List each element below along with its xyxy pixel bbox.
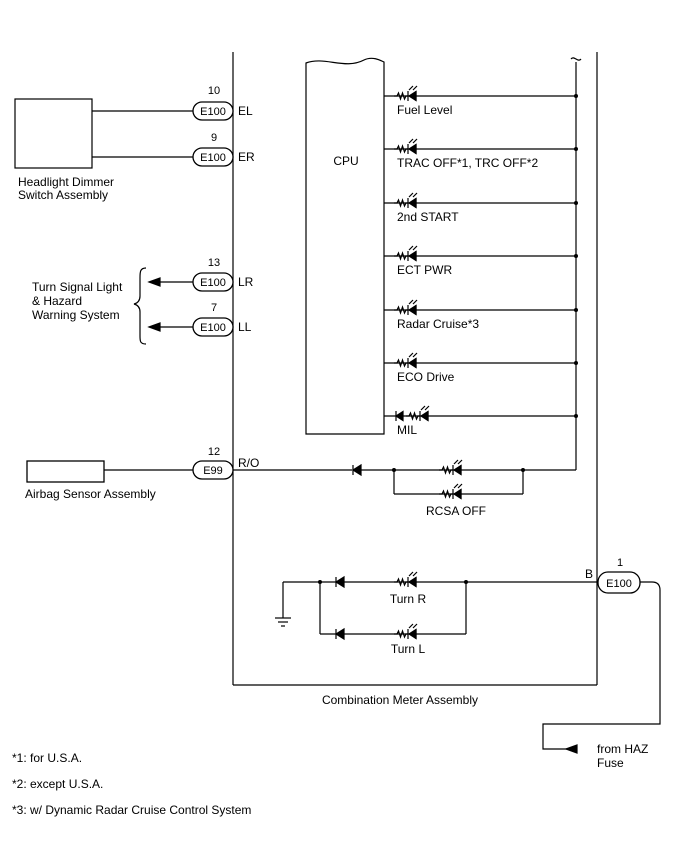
- terminal-er: ER: [238, 150, 255, 164]
- indicator-label: 2nd START: [397, 210, 459, 224]
- led-icon: [394, 299, 418, 316]
- airbag-sensor-label: Airbag Sensor Assembly: [25, 487, 156, 501]
- cpu-label: CPU: [333, 154, 358, 168]
- pin-number-7: 7: [211, 302, 217, 314]
- led-icon: [406, 405, 430, 422]
- connector-e100-el: [192, 101, 234, 121]
- indicator-row: Radar Cruise*3: [384, 299, 578, 331]
- turn-signal-brace: [133, 267, 147, 345]
- footnote-1: *1: for U.S.A.: [12, 751, 82, 765]
- indicator-row: Fuel Level: [384, 85, 578, 117]
- rcsa-diode-icon: [351, 463, 362, 477]
- indicator-row: TRAC OFF*1, TRC OFF*2: [384, 138, 578, 170]
- junction-dot: [574, 414, 578, 418]
- combination-meter-label: Combination Meter Assembly: [322, 693, 478, 707]
- led-icon: [394, 352, 418, 369]
- connector-e100-er: [192, 147, 234, 167]
- turn-l-diode-icon: [334, 627, 345, 641]
- junction-dot: [574, 94, 578, 98]
- connector-id-e100-er: E100: [200, 152, 226, 164]
- arrow-ll-icon: [147, 322, 161, 332]
- headlight-dimmer-label-1: Headlight Dimmer: [18, 175, 114, 189]
- connector-e100-lr: [192, 272, 234, 292]
- led-icon: [439, 459, 463, 476]
- junction-dot: [574, 201, 578, 205]
- from-haz-label-2: Fuse: [597, 756, 624, 770]
- terminal-ll: LL: [238, 320, 252, 334]
- headlight-dimmer-label-2: Switch Assembly: [18, 188, 108, 202]
- junction-dot: [574, 308, 578, 312]
- indicator-label: Fuel Level: [397, 103, 452, 117]
- turn-r-diode-icon: [334, 575, 345, 589]
- connector-e100-ll: [192, 317, 234, 337]
- led-icon: [394, 192, 418, 209]
- pin-number-9: 9: [211, 132, 217, 144]
- led-icon: [394, 623, 418, 640]
- indicator-row: ECT PWR: [384, 245, 578, 277]
- indicator-label: ECO Drive: [397, 370, 455, 384]
- indicator-bus: [570, 57, 582, 470]
- rcsa-off-label: RCSA OFF: [426, 504, 486, 518]
- indicator-row: 2nd START: [384, 192, 578, 224]
- indicator-label: MIL: [397, 423, 417, 437]
- led-icon: [394, 138, 418, 155]
- footnote-2: *2: except U.S.A.: [12, 777, 103, 791]
- mil-diode-icon: [394, 410, 404, 422]
- pin-number-10: 10: [208, 85, 220, 97]
- terminal-lr: LR: [238, 275, 254, 289]
- connector-id-e100-el: E100: [200, 106, 226, 118]
- airbag-sensor-box: [26, 460, 105, 483]
- from-haz-label-1: from HAZ: [597, 742, 648, 756]
- connector-id-e100-ll: E100: [200, 322, 226, 334]
- led-icon: [394, 85, 418, 102]
- connector-id-e100-lr: E100: [200, 277, 226, 289]
- haz-arrow-icon: [564, 744, 578, 754]
- footnote-3: *3: w/ Dynamic Radar Cruise Control Syst…: [12, 803, 251, 817]
- terminal-el: EL: [238, 104, 253, 118]
- pin-number-1: 1: [617, 557, 623, 569]
- pin-number-13: 13: [208, 257, 220, 269]
- led-icon: [394, 245, 418, 262]
- turn-r-label: Turn R: [390, 592, 427, 606]
- rcsa-circuit: [233, 459, 576, 500]
- haz-fuse-wire: [542, 581, 661, 754]
- junction-dot: [574, 254, 578, 258]
- junction-dot: [574, 361, 578, 365]
- turn-signal-label-2: & Hazard: [32, 294, 82, 308]
- indicator-row: MIL: [384, 405, 578, 437]
- headlight-dimmer-box: [14, 98, 93, 169]
- indicator-label: ECT PWR: [397, 263, 452, 277]
- turn-signal-label-1: Turn Signal Light: [32, 280, 123, 294]
- cpu-block: [305, 57, 385, 435]
- ground-icon: [275, 617, 291, 627]
- led-icon: [439, 483, 463, 500]
- connector-id-e99-ro: E99: [203, 465, 223, 477]
- turn-circuit: [275, 571, 598, 641]
- terminal-b: B: [585, 567, 593, 581]
- indicator-label: TRAC OFF*1, TRC OFF*2: [397, 156, 538, 170]
- pin-number-12: 12: [208, 446, 220, 458]
- led-icon: [394, 571, 418, 588]
- junction-dot: [574, 147, 578, 151]
- arrow-lr-icon: [147, 277, 161, 287]
- terminal-ro: R/O: [238, 456, 259, 470]
- connector-id-e100-b: E100: [606, 578, 632, 590]
- indicator-row: ECO Drive: [384, 352, 578, 384]
- turn-signal-label-3: Warning System: [32, 308, 120, 322]
- turn-l-label: Turn L: [391, 642, 426, 656]
- indicator-label: Radar Cruise*3: [397, 317, 479, 331]
